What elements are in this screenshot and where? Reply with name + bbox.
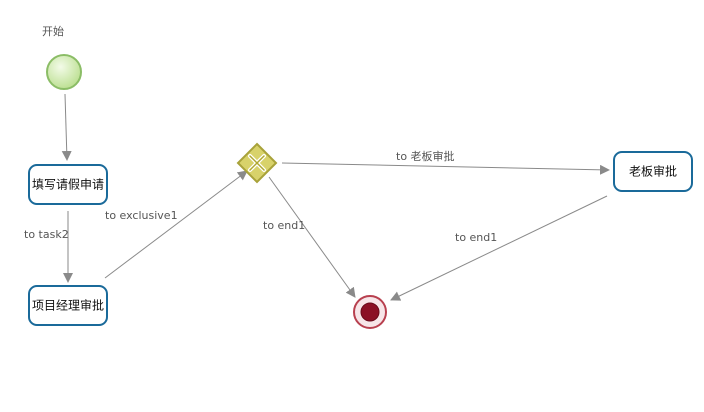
edge-label-gateway-to-end1: to end1 — [263, 219, 305, 232]
task-fill-leave-request-label: 填写请假申请 — [32, 178, 104, 192]
task-boss-approval-label: 老板审批 — [629, 164, 677, 179]
end-event-core — [360, 302, 380, 322]
exclusive-gateway[interactable] — [236, 142, 278, 184]
task-boss-approval[interactable]: 老板审批 — [613, 151, 693, 192]
task-project-manager-approval[interactable]: 项目经理审批 — [28, 285, 108, 326]
edge-label-task3-to-end1: to end1 — [455, 231, 497, 244]
start-event-icon — [46, 54, 82, 90]
task-project-manager-approval-label: 项目经理审批 — [32, 298, 104, 313]
start-event-label: 开始 — [42, 24, 64, 38]
edge-task3-to-end[interactable] — [390, 195, 608, 301]
edge-start-to-task1[interactable] — [61, 93, 72, 161]
edge-label-to-task2: to task2 — [24, 228, 69, 241]
task-fill-leave-request[interactable]: 填写请假申请 — [28, 164, 108, 205]
start-event[interactable] — [46, 54, 82, 90]
end-event[interactable] — [353, 295, 387, 329]
edge-task2-to-gateway[interactable] — [104, 170, 248, 279]
edge-gateway-to-end[interactable] — [268, 176, 356, 298]
edge-label-to-exclusive1: to exclusive1 — [105, 209, 178, 222]
edge-label-to-task3: to 老板审批 — [396, 149, 455, 163]
edge-gateway-to-task3[interactable] — [281, 162, 610, 175]
